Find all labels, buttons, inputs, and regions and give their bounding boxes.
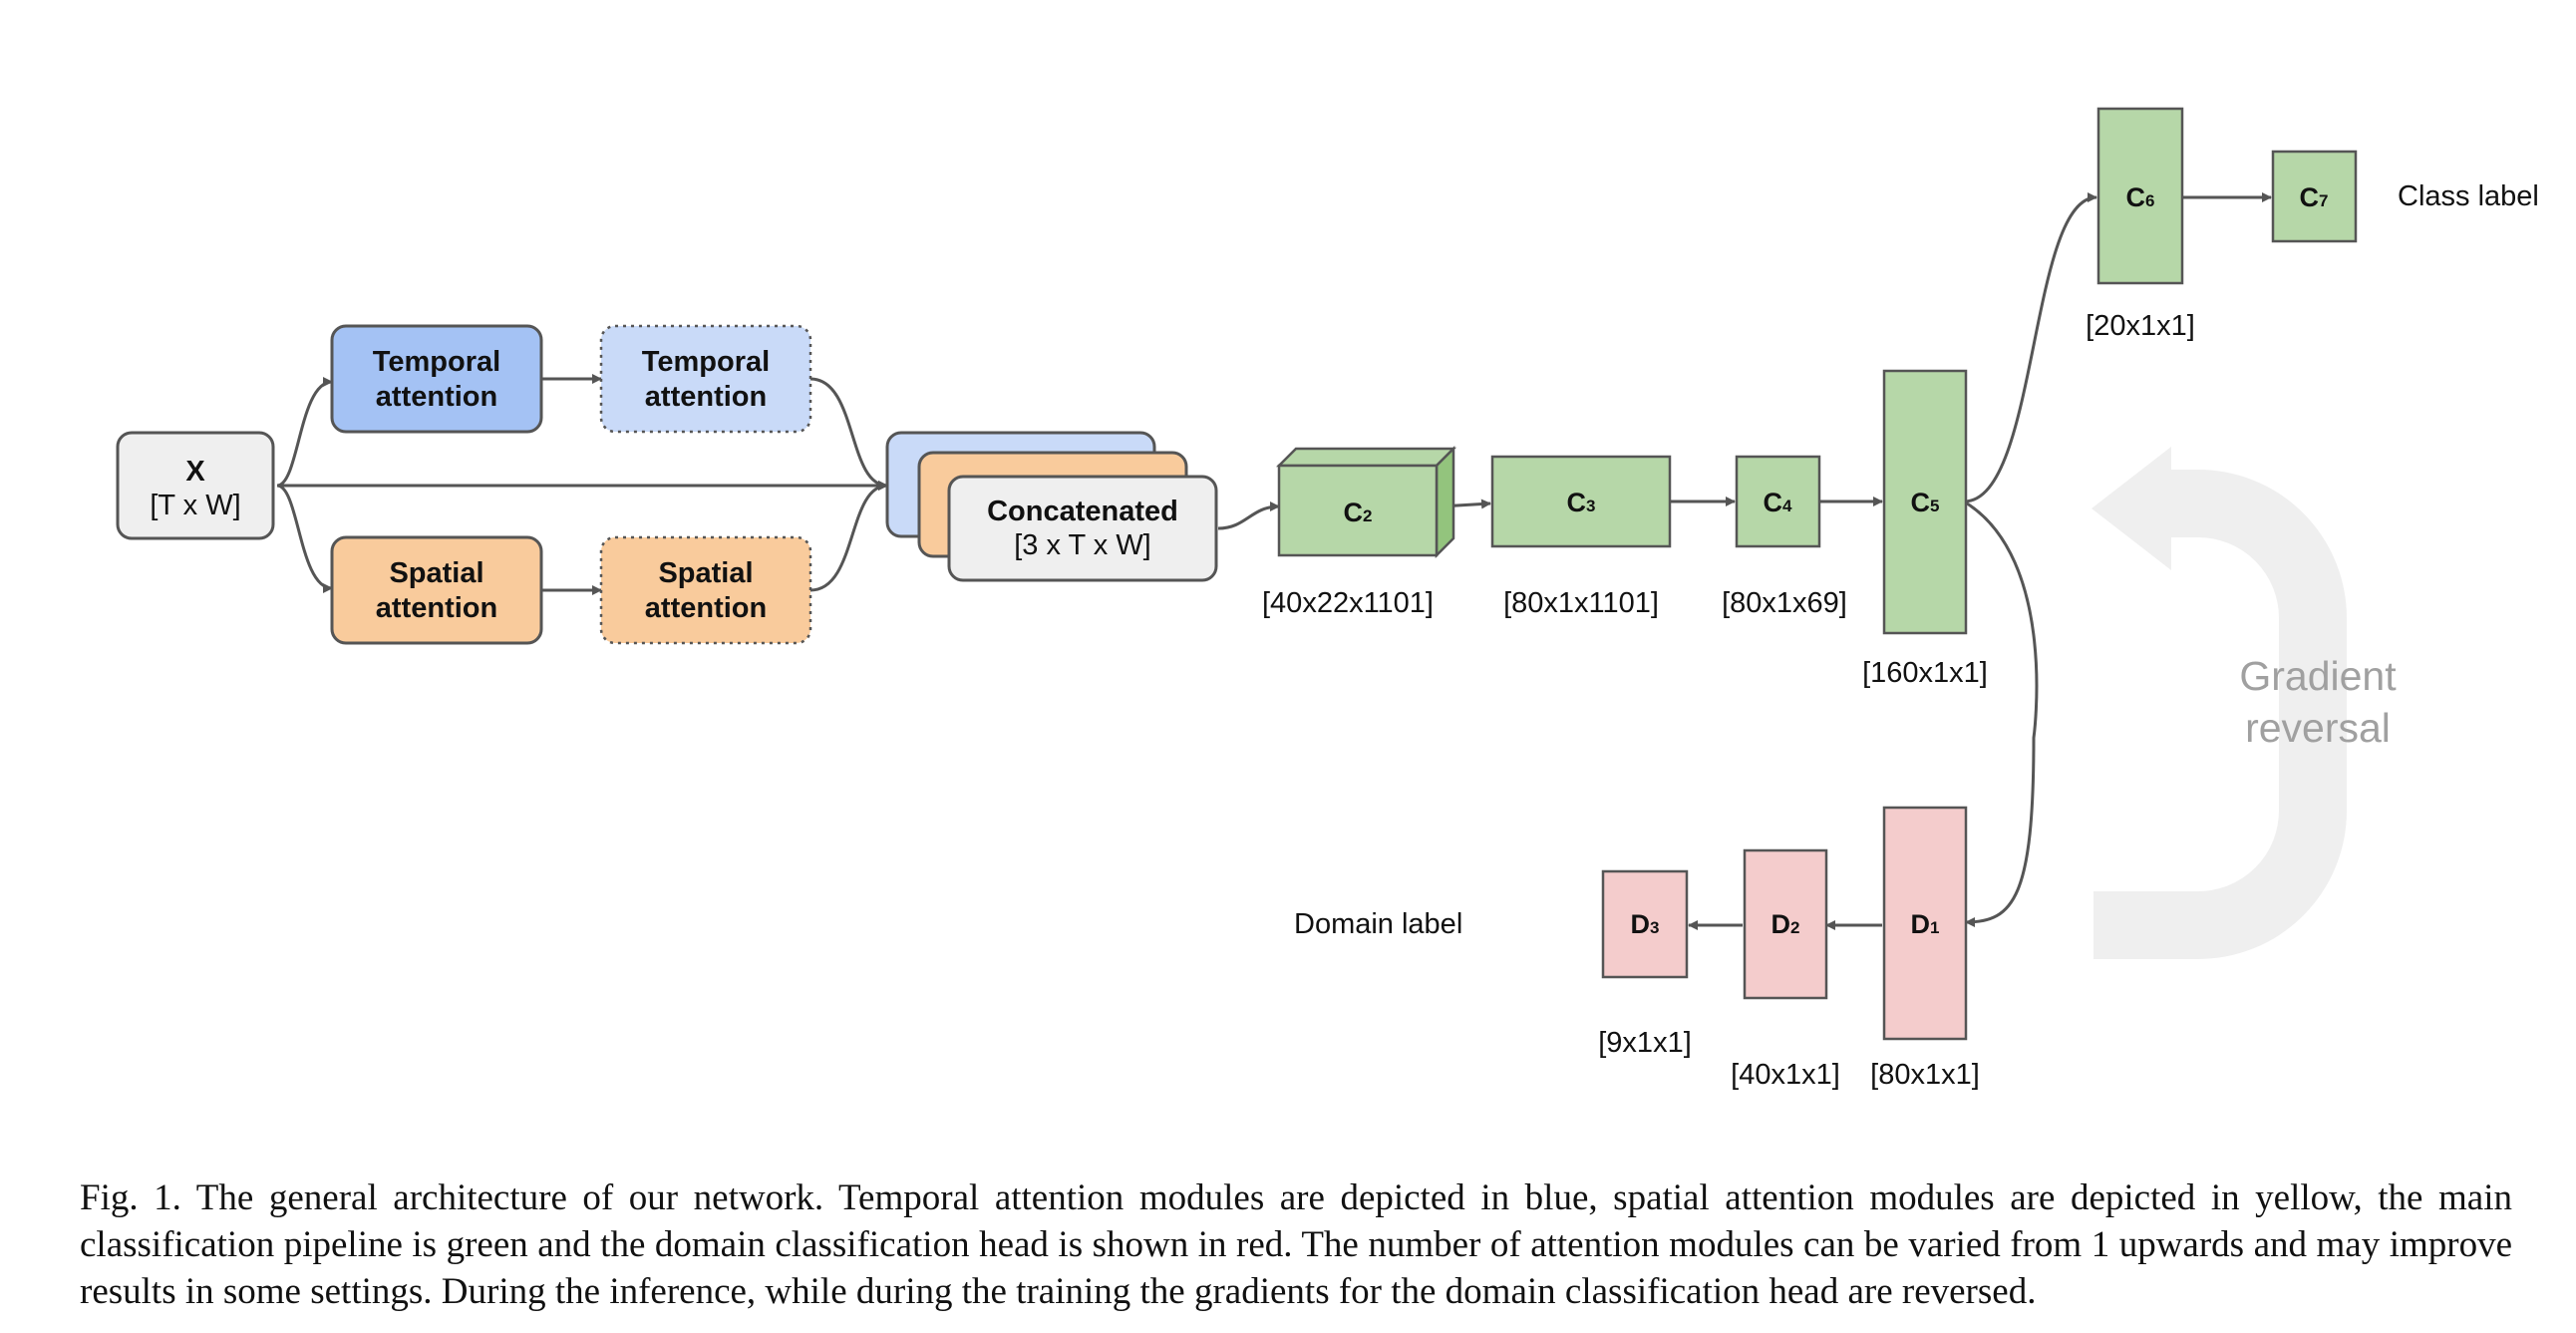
layer-d3-label: D3 [1631, 909, 1660, 939]
layer-c6-label: C6 [2126, 182, 2155, 212]
layer-c4-label: C4 [1764, 488, 1793, 517]
layer-c2-dims: [40x22x1101] [1262, 587, 1434, 619]
temporal-attention-1-line1: Temporal [373, 346, 500, 378]
temporal-attention-box-2: Temporal attention [599, 324, 812, 434]
spatial-attention-2-line1: Spatial [658, 557, 753, 589]
concatenated-label: Concatenated [987, 496, 1178, 527]
domain-label-text: Domain label [1294, 908, 1462, 940]
layer-c2: C2 [1275, 445, 1457, 559]
layer-c4: C4 [1735, 455, 1821, 548]
layer-d1-label: D1 [1911, 909, 1940, 939]
figure-caption: Fig. 1. The general architecture of our … [80, 1177, 2512, 1312]
spatial-attention-1-line2: attention [376, 592, 497, 624]
input-x-box: X [T x W] [116, 431, 275, 540]
spatial-attention-2-line2: attention [645, 592, 767, 624]
temporal-attention-2-line2: attention [645, 381, 767, 413]
layer-c6: C6 [2096, 107, 2184, 285]
spatial-attention-box-2: Spatial attention [599, 535, 812, 645]
gradient-reversal-arrow [2092, 447, 2347, 959]
temporal-attention-2-line1: Temporal [642, 346, 770, 378]
gradient-reversal-label-1: Gradient [2239, 653, 2397, 699]
input-x-dims: [T x W] [150, 490, 240, 521]
layer-d2-label: D2 [1771, 909, 1800, 939]
spatial-attention-1-line1: Spatial [389, 557, 483, 589]
gradient-reversal-label-2: reversal [2245, 705, 2391, 751]
concatenated-stack: Concatenated [3 x T x W] [885, 431, 1218, 582]
layer-c3-label: C3 [1567, 488, 1596, 517]
layer-c5-label: C5 [1911, 488, 1940, 517]
layer-d2-dims: [40x1x1] [1731, 1059, 1840, 1091]
spatial-attention-box-1: Spatial attention [330, 535, 543, 645]
layer-c3-dims: [80x1x1101] [1503, 587, 1659, 619]
layer-d1-dims: [80x1x1] [1870, 1059, 1980, 1091]
layer-c2-label: C2 [1344, 498, 1373, 527]
layer-c5-dims: [160x1x1] [1862, 657, 1988, 689]
layer-d2: D2 [1743, 848, 1828, 1000]
temporal-attention-1-line2: attention [376, 381, 497, 413]
input-x-label: X [185, 456, 205, 488]
layer-c5: C5 [1882, 369, 1968, 635]
layer-c6-dims: [20x1x1] [2086, 310, 2195, 342]
connectors [276, 192, 2272, 930]
concatenated-dims: [3 x T x W] [1014, 529, 1151, 561]
layer-d1: D1 [1882, 806, 1968, 1041]
layer-c7-label: C7 [2300, 182, 2329, 212]
layer-d3: D3 [1601, 869, 1689, 979]
layer-c4-dims: [80x1x69] [1722, 587, 1847, 619]
class-label-text: Class label [2398, 180, 2539, 212]
temporal-attention-box-1: Temporal attention [330, 324, 543, 434]
layer-d3-dims: [9x1x1] [1598, 1027, 1692, 1059]
layer-c7: C7 [2271, 150, 2358, 243]
layer-c3: C3 [1490, 455, 1672, 548]
